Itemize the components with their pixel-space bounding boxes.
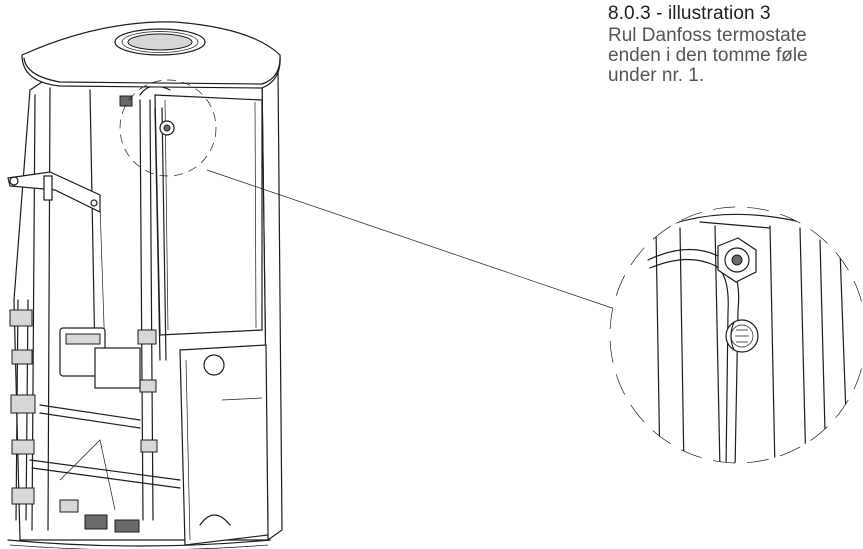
caption-heading: 8.0.3 - illustration 3 (608, 3, 771, 24)
instruction-caption: 8.0.3 - illustration 3 Rul Danfoss termo… (608, 2, 863, 86)
callout-leader-line (206, 169, 613, 309)
heat-pump-unit-drawing (7, 21, 283, 549)
caption-line-3: under nr. 1. (608, 65, 705, 86)
caption-line-1: Rul Danfoss termostate (608, 25, 807, 46)
zoomed-detail-view (609, 206, 863, 464)
caption-line-2: enden i den tomme føle (608, 45, 808, 66)
